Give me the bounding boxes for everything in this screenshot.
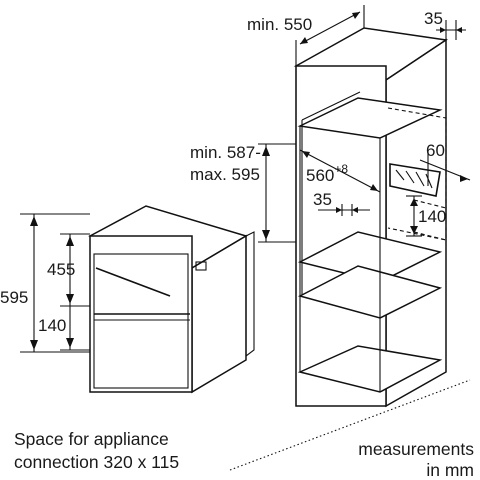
label-cabinet-depth: min. 550 bbox=[247, 15, 312, 34]
label-niche-width-tolerance: +8 bbox=[334, 162, 348, 176]
connection-leader bbox=[229, 379, 471, 471]
note-units-line1: measurements bbox=[358, 439, 474, 459]
label-niche-width: 560+8 bbox=[306, 162, 348, 185]
label-niche-height-max: max. 595 bbox=[190, 165, 260, 184]
label-opening-width: 60 bbox=[426, 141, 445, 160]
label-appliance-upper: 455 bbox=[47, 260, 75, 279]
shelf-offset-dimension bbox=[318, 204, 370, 216]
oven-knob bbox=[195, 261, 207, 271]
ventilation-opening bbox=[389, 163, 441, 197]
appliance-upper-dimension bbox=[60, 233, 90, 307]
note-units-line2: in mm bbox=[426, 460, 474, 480]
note-connection-line1: Space for appliance bbox=[14, 429, 169, 449]
label-opening-height: 140 bbox=[418, 207, 446, 226]
label-niche-width-value: 560 bbox=[306, 166, 334, 185]
opening-height-dimension bbox=[406, 195, 422, 237]
label-appliance-lower: 140 bbox=[38, 316, 66, 335]
note-connection-line2: connection 320 x 115 bbox=[14, 452, 179, 472]
label-cabinet-side: 35 bbox=[424, 9, 443, 28]
opening-width-dimension bbox=[419, 150, 471, 186]
side-35-dimension bbox=[436, 20, 466, 40]
niche-width-dimension bbox=[299, 149, 381, 193]
appliance-lower-dimension bbox=[60, 306, 90, 351]
depth-dimension bbox=[295, 5, 365, 66]
oven-handle bbox=[95, 267, 171, 297]
niche-height-dimension bbox=[258, 143, 296, 243]
label-niche-height-min: min. 587- bbox=[190, 143, 261, 162]
label-shelf-offset: 35 bbox=[313, 190, 332, 209]
tall-cabinet bbox=[293, 27, 449, 408]
oven-appliance bbox=[88, 205, 255, 394]
label-appliance-height: 595 bbox=[0, 288, 28, 307]
appliance-height-dimension bbox=[20, 213, 90, 353]
